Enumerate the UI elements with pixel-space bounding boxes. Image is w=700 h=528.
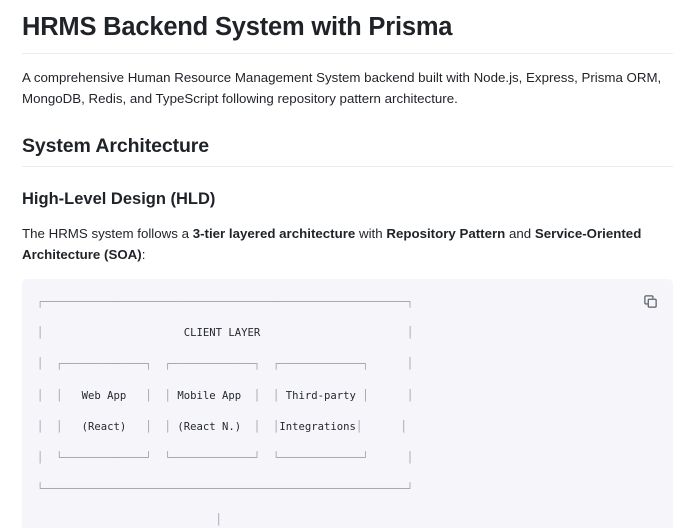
diagram-line: ┌───────────────────────────────────────… <box>37 296 414 308</box>
diagram-line: │ └─────────────┘ └─────────────┘ └─────… <box>37 451 414 464</box>
hld-bold-3tier: 3-tier layered architecture <box>192 225 356 241</box>
ascii-architecture-diagram: ┌───────────────────────────────────────… <box>37 295 659 528</box>
hld-text-part3: and <box>505 225 535 241</box>
hld-bold-soa: Service-Oriented Architecture (SOA) <box>22 225 642 263</box>
subsection-heading-hld: High-Level Design (HLD) <box>22 190 216 209</box>
hld-paragraph: The HRMS system follows a 3-tier layered… <box>22 223 673 266</box>
diagram-line: │ │ (React) │ │ (React N.) │ │Integratio… <box>37 420 407 433</box>
page-title: HRMS Backend System with Prisma <box>22 12 673 54</box>
architecture-code-block: ┌───────────────────────────────────────… <box>22 279 673 528</box>
hld-text-part1: The HRMS system follows a <box>22 225 193 241</box>
diagram-line: │ CLIENT LAYER │ <box>37 327 414 340</box>
copy-icon[interactable] <box>637 288 663 314</box>
copy-icon-glyph <box>643 294 657 308</box>
section-heading-system-architecture: System Architecture <box>22 134 673 168</box>
diagram-line: │ │ Web App │ │ Mobile App │ │ Third-par… <box>37 389 414 402</box>
hld-text-part4: : <box>141 247 146 263</box>
hld-text-part2: with <box>355 225 387 241</box>
hld-bold-repository-pattern: Repository Pattern <box>386 225 506 241</box>
diagram-line: └───────────────────────────────────────… <box>37 483 414 496</box>
intro-paragraph: A comprehensive Human Resource Managemen… <box>22 69 662 107</box>
diagram-line: │ ┌─────────────┐ ┌─────────────┐ ┌─────… <box>37 358 414 371</box>
diagram-line: │ <box>37 514 222 527</box>
